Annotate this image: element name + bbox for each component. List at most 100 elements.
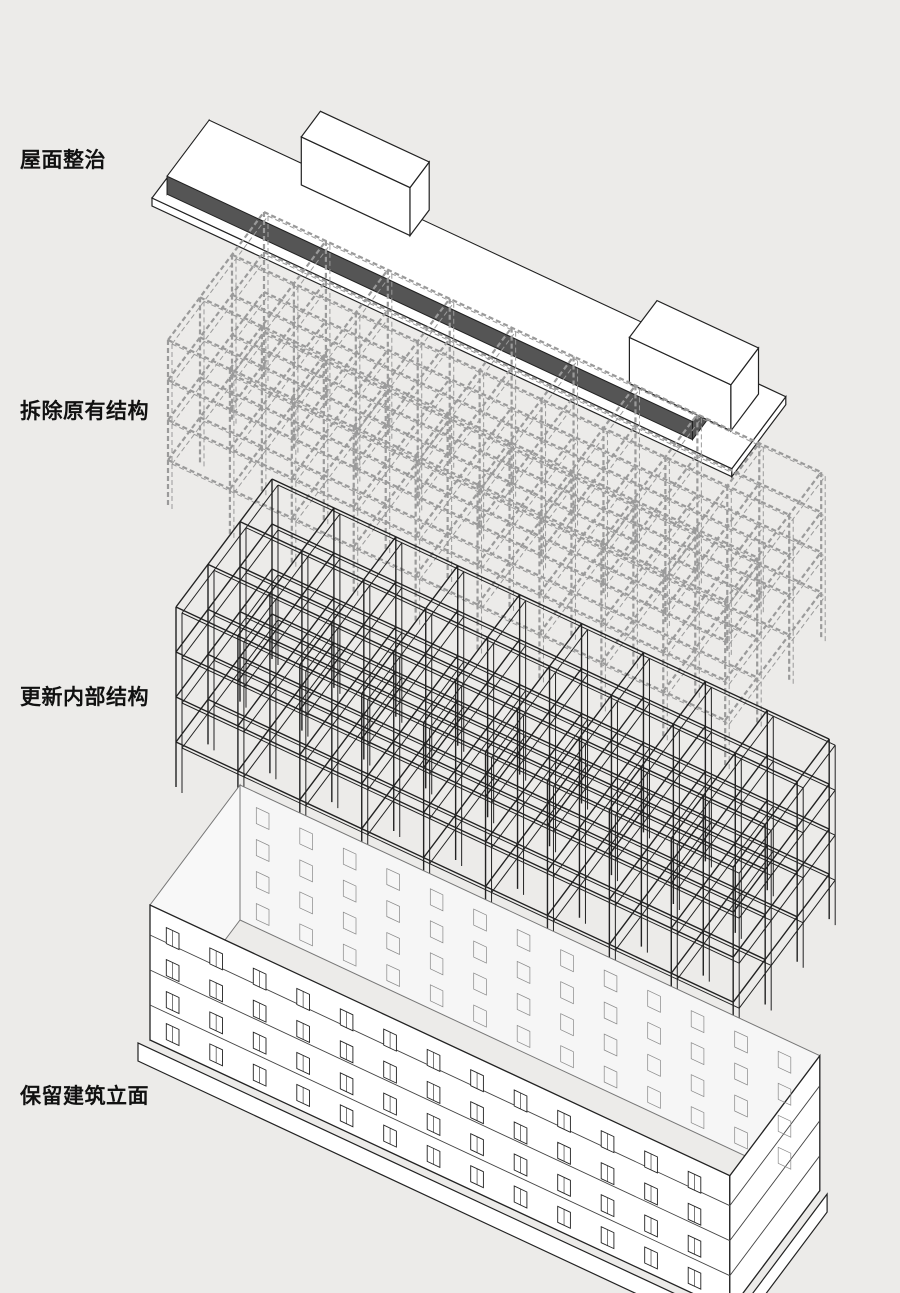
removed-beam <box>199 336 758 599</box>
removed-beam <box>290 349 389 479</box>
new-inner-beam <box>277 484 836 746</box>
new-inner-beam <box>305 632 403 762</box>
back-window <box>777 1050 792 1074</box>
new-beam <box>732 738 830 868</box>
new-beam <box>271 613 830 875</box>
removed-inner-beam <box>267 215 826 477</box>
removed-beam <box>231 293 790 556</box>
removed-beam <box>538 424 637 555</box>
new-inner-beam <box>277 574 836 836</box>
removed-inner-beam <box>604 538 702 667</box>
new-beam <box>423 639 521 769</box>
new-inner-beam <box>367 571 465 701</box>
new-beam <box>732 873 830 1003</box>
new-inner-beam <box>213 704 772 966</box>
back-window <box>560 981 574 1005</box>
new-inner-beam <box>181 529 279 659</box>
new-inner-beam <box>181 747 740 1009</box>
removed-beam <box>167 339 726 602</box>
new-beam <box>237 552 335 682</box>
new-beam <box>546 697 645 826</box>
new-inner-beam <box>367 616 465 746</box>
new-beam <box>423 594 521 724</box>
removed-beam <box>662 482 761 612</box>
removed-inner-beam <box>481 440 578 569</box>
back-window <box>603 1065 618 1089</box>
removed-inner-beam <box>233 324 331 454</box>
removed-inner-beam <box>357 342 455 472</box>
new-beam <box>175 606 734 868</box>
new-inner-beam <box>429 600 527 729</box>
removed-beam <box>476 435 575 566</box>
new-inner-beam <box>491 719 588 848</box>
back-window <box>255 903 270 927</box>
back-window <box>734 1062 748 1086</box>
removed-inner-beam <box>235 298 794 560</box>
back-window <box>560 949 574 973</box>
new-inner-beam <box>676 805 774 935</box>
new-beam <box>271 478 830 740</box>
back-window <box>473 1004 487 1028</box>
back-window <box>690 1074 705 1098</box>
new-inner-beam <box>181 619 279 749</box>
removed-inner-beam <box>267 295 826 557</box>
floor-line <box>149 969 821 1242</box>
back-window <box>386 963 400 987</box>
removed-beam <box>662 442 761 572</box>
removed-beam <box>231 253 790 516</box>
removed-beam <box>199 376 758 639</box>
new-inner-beam <box>181 612 740 874</box>
removed-inner-beam <box>235 378 794 640</box>
back-window <box>690 1010 705 1034</box>
removed-beam <box>724 511 823 641</box>
new-inner-beam <box>676 850 774 980</box>
back-window <box>647 1053 661 1077</box>
new-inner-beam <box>553 658 650 787</box>
new-inner-beam <box>277 529 836 791</box>
removed-inner-beam <box>481 360 578 489</box>
new-inner-beam <box>181 657 740 919</box>
removed-inner-beam <box>481 400 578 529</box>
removed-inner-beam <box>728 475 826 605</box>
new-beam <box>361 610 459 740</box>
removed-inner-beam <box>267 255 826 517</box>
removed-inner-beam <box>171 215 269 345</box>
back-window <box>734 1030 748 1054</box>
new-inner-beam <box>429 645 527 774</box>
new-beam <box>484 668 583 797</box>
new-beam <box>608 725 706 855</box>
removed-beam <box>263 211 822 474</box>
removed-inner-beam <box>543 429 640 558</box>
roof-renovation-layer <box>151 110 787 479</box>
back-window <box>647 1021 661 1045</box>
new-inner-beam <box>738 789 836 919</box>
back-window <box>386 931 400 955</box>
removed-inner-beam <box>171 295 269 425</box>
removed-inner-beam <box>728 515 826 645</box>
removed-beam <box>263 251 822 514</box>
back-window <box>516 992 531 1016</box>
removed-inner-beam <box>171 343 730 605</box>
removed-inner-beam <box>171 255 269 385</box>
new-beam <box>608 680 706 810</box>
roof-machine-box-top <box>628 299 760 386</box>
removed-inner-beam <box>171 335 269 465</box>
new-inner-beam <box>491 674 588 803</box>
new-inner-beam <box>491 629 588 758</box>
new-beam <box>207 653 766 916</box>
layer-label-remove: 拆除原有结构 <box>20 399 149 423</box>
new-inner-beam <box>243 648 341 778</box>
back-window <box>255 807 270 831</box>
back-window <box>734 1094 748 1118</box>
removed-beam <box>167 379 726 642</box>
removed-inner-beam <box>233 244 331 374</box>
new-beam <box>361 565 459 695</box>
new-beam <box>546 652 645 781</box>
new-inner-beam <box>367 661 465 791</box>
new-beam <box>271 523 830 785</box>
removed-beam <box>352 298 451 428</box>
back-window <box>386 867 400 891</box>
back-window <box>603 969 618 993</box>
removed-inner-beam <box>419 371 517 500</box>
removed-beam <box>199 296 758 559</box>
